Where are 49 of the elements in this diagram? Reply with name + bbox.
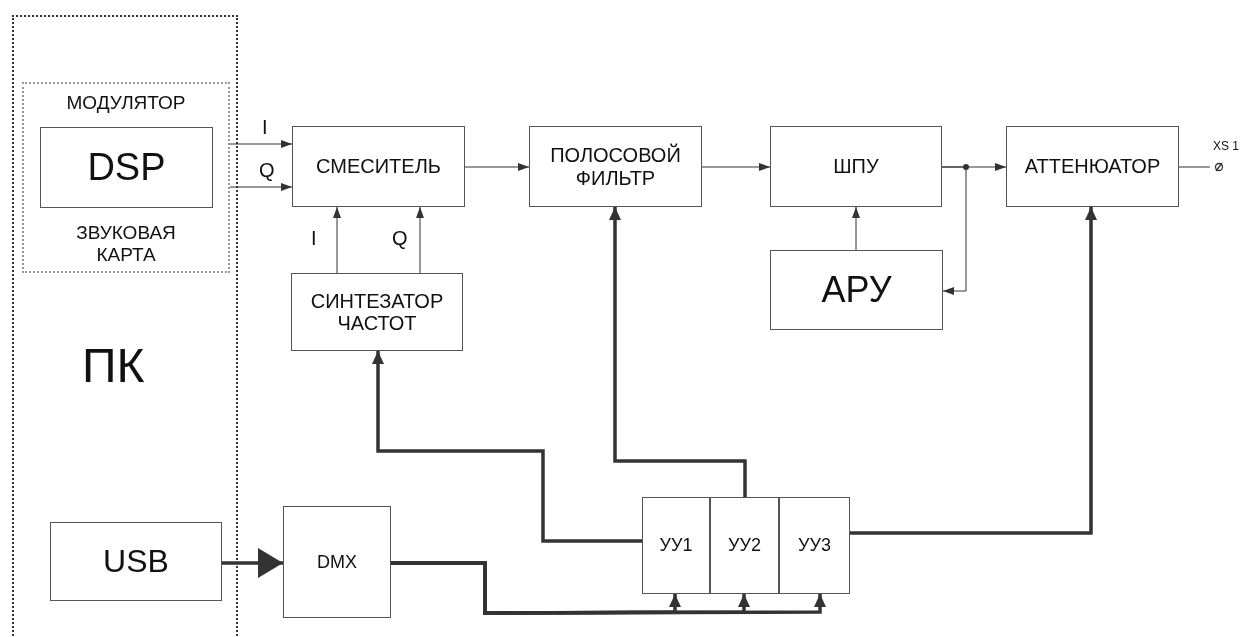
block-label: АРУ — [821, 269, 892, 311]
block-box — [529, 126, 702, 207]
block-label: ШПУ — [833, 155, 879, 178]
edge-label: Q — [392, 228, 408, 248]
arrow — [852, 206, 860, 251]
block-label: СМЕСИТЕЛЬ — [316, 155, 441, 178]
block-box — [1006, 126, 1179, 207]
arrow — [609, 207, 747, 497]
computer-boundary — [12, 15, 238, 637]
computer-label: ПК — [82, 339, 145, 393]
block-label: АТТЕНЮАТОР — [1024, 155, 1161, 178]
output-terminal — [1210, 140, 1242, 174]
block-label: УУ1 — [659, 535, 693, 556]
edge-label: Q — [259, 160, 275, 180]
block-box — [292, 126, 465, 207]
module-label: МОДУЛЯТОР — [65, 92, 187, 114]
block-box — [40, 127, 213, 208]
block-label: СИНТЕЗАТОР ЧАСТОТ — [309, 289, 445, 335]
block-label: УУ3 — [798, 535, 831, 556]
block-box — [291, 273, 463, 351]
block-box — [770, 126, 942, 207]
arrow — [222, 548, 283, 578]
module-boundary — [22, 82, 230, 273]
arrow — [941, 166, 967, 295]
arrow — [850, 207, 1097, 535]
block-label: DMX — [317, 551, 357, 573]
arrow — [464, 163, 530, 171]
block-box — [283, 506, 391, 618]
block-label: USB — [103, 543, 169, 580]
arrow — [372, 351, 642, 543]
block-box — [710, 497, 779, 594]
arrow — [391, 561, 826, 615]
block-label: DSP — [87, 146, 166, 189]
block-box — [50, 522, 222, 601]
arrow — [333, 206, 341, 274]
block-label: ПОЛОСОВОЙ ФИЛЬТР — [549, 144, 682, 189]
block-label: УУ2 — [728, 535, 761, 556]
terminal-label: XS 1 — [1213, 140, 1239, 154]
block-box — [779, 497, 850, 594]
block-box — [770, 250, 943, 330]
edge-label: I — [311, 228, 317, 248]
edge-label: I — [262, 117, 268, 137]
arrow — [701, 163, 771, 171]
arrow — [416, 206, 424, 274]
connector-line — [1178, 166, 1211, 168]
arrow — [229, 183, 293, 191]
block-box — [642, 497, 710, 594]
module-label: ЗВУКОВАЯ КАРТА — [75, 222, 177, 265]
arrow — [229, 140, 293, 148]
